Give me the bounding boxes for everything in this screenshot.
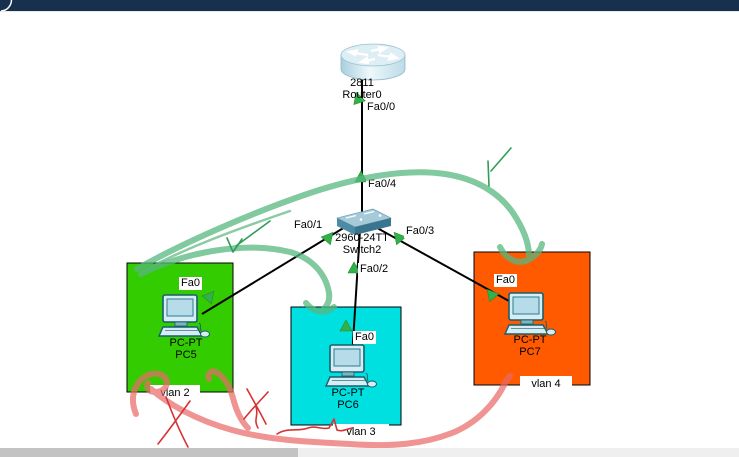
link-arrow-icon bbox=[339, 319, 353, 332]
link-arrow-icon bbox=[353, 91, 366, 106]
port-label-pc6-fa0: Fa0 bbox=[353, 331, 376, 344]
switch-model-label: 2960-24TT bbox=[335, 232, 389, 244]
router-icon[interactable] bbox=[339, 42, 407, 82]
router-name-label: Router0 bbox=[342, 89, 382, 101]
link-arrow-icon bbox=[486, 288, 500, 303]
port-label-switch-fa0-4: Fa0/4 bbox=[366, 178, 399, 191]
pc7-type-label: PC-PT bbox=[513, 334, 547, 346]
switch-name-label: Switch2 bbox=[342, 244, 382, 256]
router-model-label: 2811 bbox=[350, 77, 374, 89]
vlan3-label[interactable]: vlan 3 bbox=[333, 424, 389, 440]
pc7-name-label: PC7 bbox=[519, 346, 541, 358]
pc7-icon[interactable] bbox=[503, 292, 561, 342]
vlan2-label[interactable]: vlan 2 bbox=[150, 385, 200, 401]
pc6-type-label: PC-PT bbox=[331, 387, 365, 399]
vlan4-label[interactable]: vlan 4 bbox=[520, 376, 572, 392]
window-top-bar bbox=[0, 0, 739, 12]
h-scrollbar-track[interactable] bbox=[0, 448, 739, 457]
port-label-switch-fa0-1: Fa0/1 bbox=[292, 219, 325, 232]
port-label-switch-fa0-3: Fa0/3 bbox=[404, 225, 437, 238]
port-label-pc7-fa0: Fa0 bbox=[494, 274, 517, 287]
logo-arc-icon bbox=[0, 0, 13, 11]
pc5-name-label: PC5 bbox=[175, 349, 197, 361]
port-label-router-fa0-0: Fa0/0 bbox=[365, 101, 398, 114]
port-label-switch-fa0-2: Fa0/2 bbox=[358, 263, 391, 276]
port-label-pc5-fa0: Fa0 bbox=[179, 277, 202, 290]
pc5-type-label: PC-PT bbox=[169, 337, 203, 349]
pc6-name-label: PC6 bbox=[337, 399, 359, 411]
h-scrollbar-thumb[interactable] bbox=[0, 448, 298, 457]
